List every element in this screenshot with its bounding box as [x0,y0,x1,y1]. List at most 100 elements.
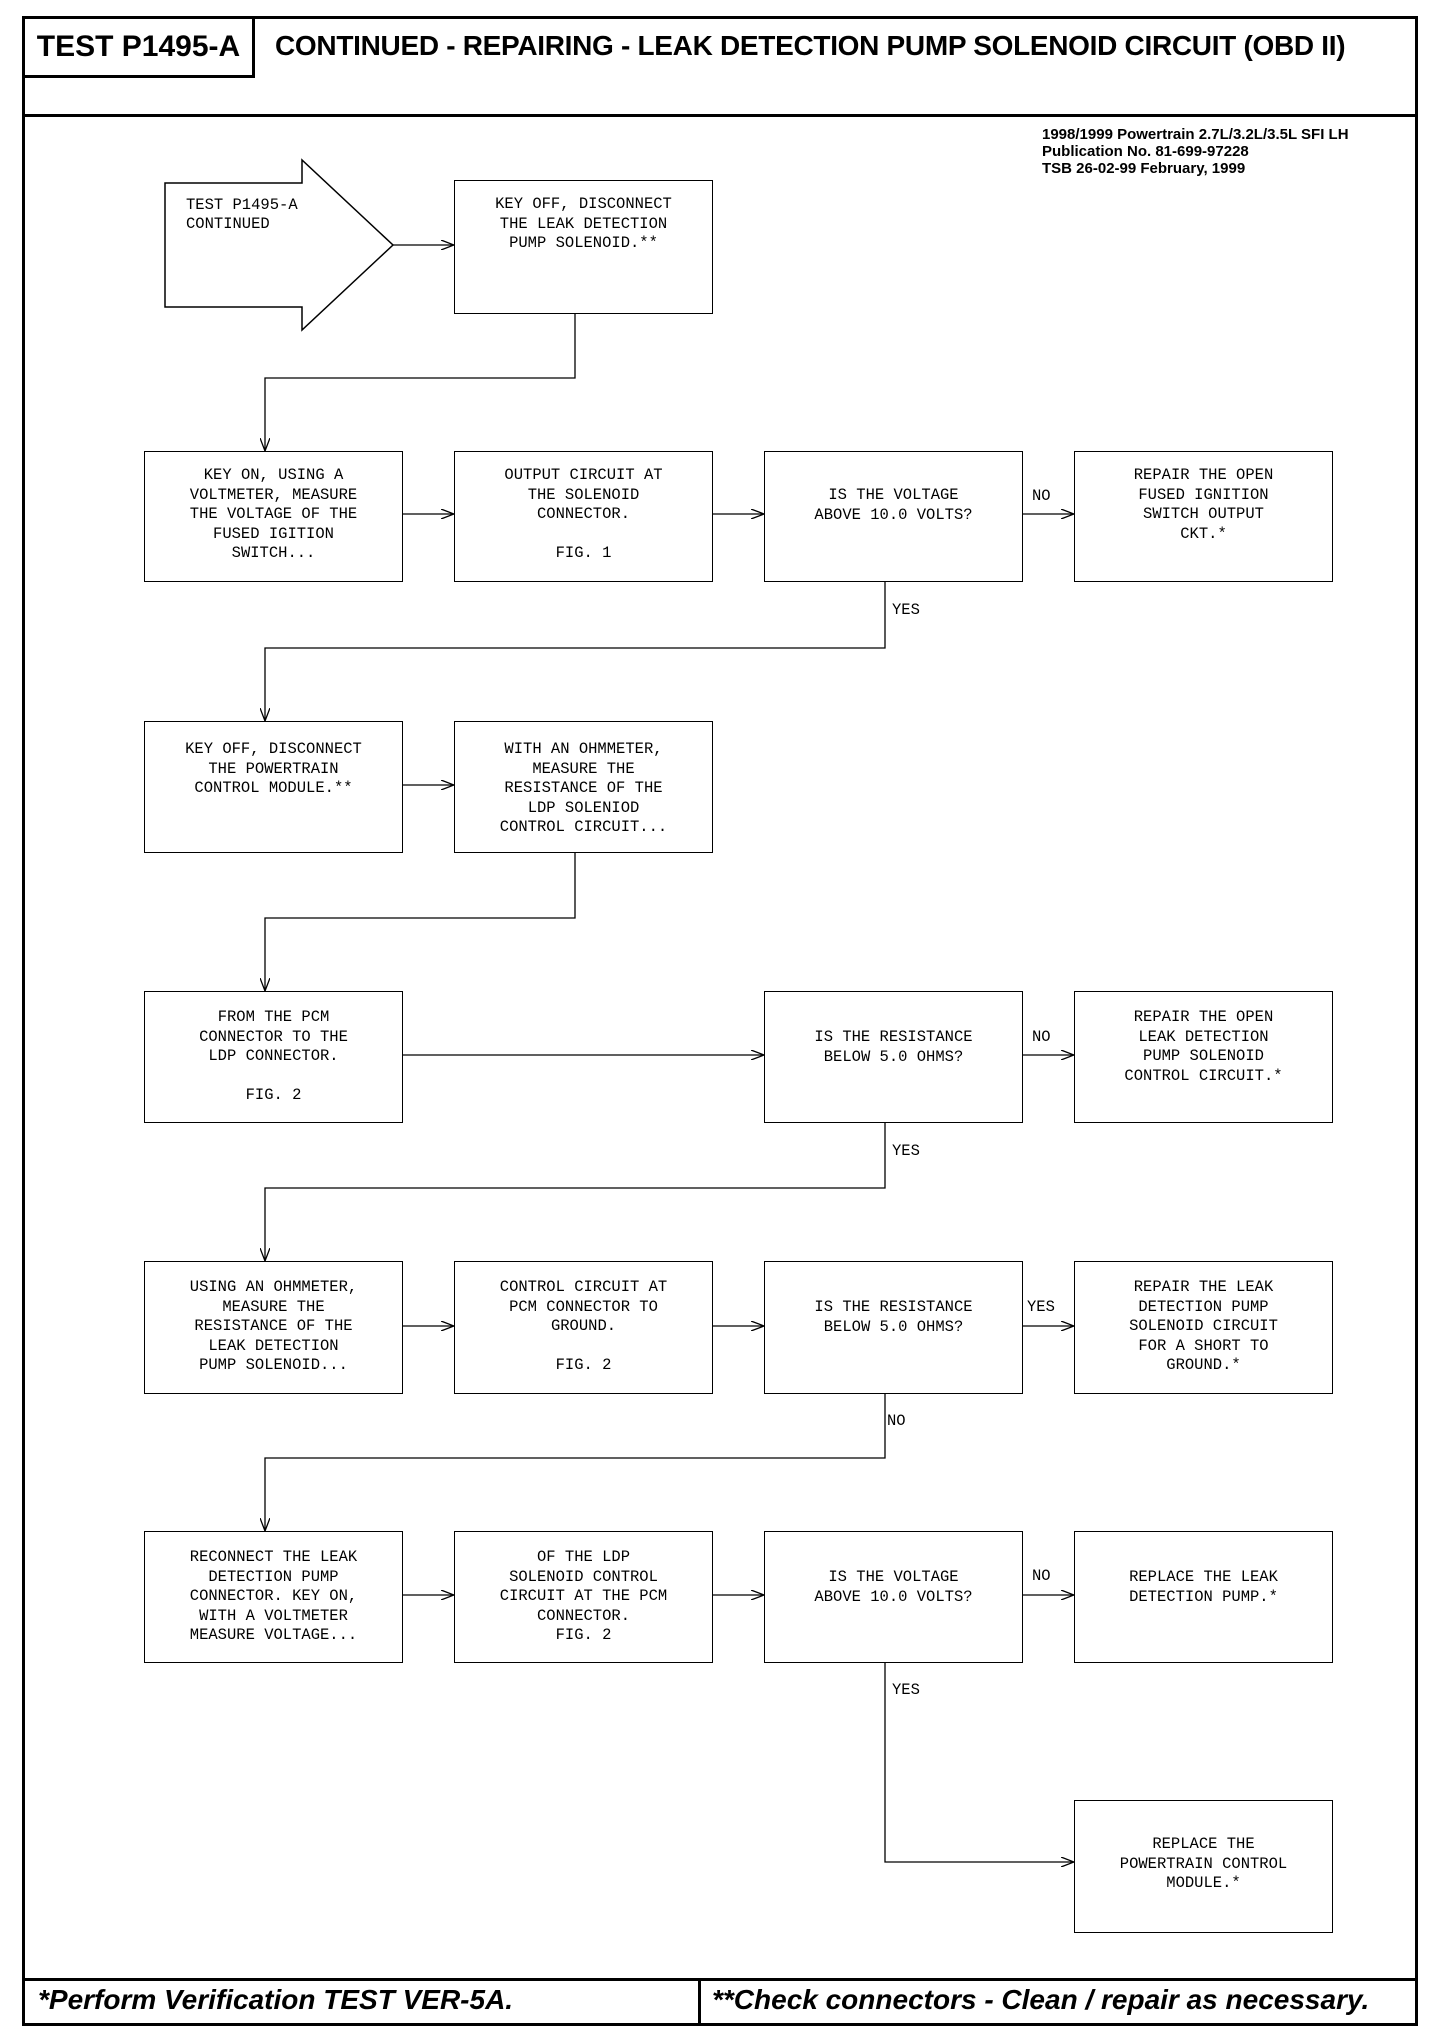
label-no: NO [887,1412,906,1430]
box-line: FOR A SHORT TO [1138,1336,1269,1355]
box-line: WITH A VOLTMETER [199,1606,348,1625]
step-measure-solenoid-resistance: USING AN OHMMETER, MEASURE THE RESISTANC… [144,1261,403,1394]
result-repair-ignition-ckt: REPAIR THE OPEN FUSED IGNITION SWITCH OU… [1074,451,1333,582]
box-line: WITH AN OHMMETER, [504,740,663,758]
box-line: CONNECTOR. KEY ON, [189,1587,358,1605]
box-line: THE VOLTAGE OF THE [189,505,358,523]
box-line: RESISTANCE OF THE [504,779,663,797]
footer-note-connectors: **Check connectors - Clean / repair as n… [712,1984,1370,2015]
box-line: THE POWERTRAIN [208,759,339,778]
result-repair-short-to-ground: REPAIR THE LEAK DETECTION PUMP SOLENOID … [1074,1261,1333,1394]
label-no: NO [1032,1567,1051,1585]
start-arrow-text: TEST P1495-A CONTINUED [186,196,298,234]
publication-info: 1998/1999 Powertrain 2.7L/3.2L/3.5L SFI … [1042,126,1349,177]
step-disconnect-solenoid: KEY OFF, DISCONNECT THE LEAK DETECTION P… [454,180,713,314]
box-line: SWITCH... [231,544,316,562]
box-line: THE LEAK DETECTION [499,214,668,233]
footer-divider [22,1978,1418,1981]
box-line: FIG. 2 [245,1086,302,1104]
box-line: SWITCH OUTPUT [1143,505,1264,523]
box-line: IS THE VOLTAGE [828,486,959,504]
step-output-circuit: OUTPUT CIRCUIT AT THE SOLENOID CONNECTOR… [454,451,713,582]
box-line: FIG. 1 [555,544,612,562]
box-line: MEASURE THE [532,759,635,778]
box-line: BELOW 5.0 OHMS? [823,1317,964,1336]
box-line: PUMP SOLENOID [1143,1047,1264,1065]
box-line: CONTROL MODULE.** [194,779,353,797]
box-line: GROUND. [550,1317,617,1335]
box-line: MODULE.* [1166,1874,1241,1892]
step-measure-resistance: WITH AN OHMMETER, MEASURE THE RESISTANCE… [454,721,713,853]
box-spacer [455,1337,712,1357]
box-line: LEAK DETECTION [208,1336,339,1355]
step-disconnect-pcm: KEY OFF, DISCONNECT THE POWERTRAIN CONTR… [144,721,403,853]
step-control-circuit-ground: CONTROL CIRCUIT AT PCM CONNECTOR TO GROU… [454,1261,713,1394]
step-measure-ignition-voltage: KEY ON, USING A VOLTMETER, MEASURE THE V… [144,451,403,582]
decision-resistance-below-5-ground: IS THE RESISTANCE BELOW 5.0 OHMS? [764,1261,1023,1394]
box-line: IS THE RESISTANCE [814,1028,973,1046]
publication-line-1: 1998/1999 Powertrain 2.7L/3.2L/3.5L SFI … [1042,126,1349,143]
step-reconnect-measure-voltage: RECONNECT THE LEAK DETECTION PUMP CONNEC… [144,1531,403,1663]
publication-line-2: Publication No. 81-699-97228 [1042,143,1249,160]
box-line: CONNECTOR. [536,1606,630,1625]
box-line: RECONNECT THE LEAK [189,1548,358,1566]
step-pcm-to-ldp: FROM THE PCM CONNECTOR TO THE LDP CONNEC… [144,991,403,1123]
box-line: REPLACE THE LEAK [1129,1568,1278,1586]
box-line: OUTPUT CIRCUIT AT [504,466,663,484]
box-line: CONTROL CIRCUIT AT [499,1278,668,1296]
box-line: DETECTION PUMP.* [1129,1587,1278,1606]
box-line: PUMP SOLENOID.** [509,234,658,252]
step-ldp-control-circuit: OF THE LDP SOLENOID CONTROL CIRCUIT AT T… [454,1531,713,1663]
box-line: FIG. 2 [555,1356,612,1374]
footer-note-verification: *Perform Verification TEST VER-5A. [38,1984,514,2015]
box-line: USING AN OHMMETER, [189,1278,358,1296]
start-line-1: TEST P1495-A [186,196,298,214]
box-line: RESISTANCE OF THE [194,1317,353,1335]
start-arrow-shape [164,158,395,332]
box-line: ABOVE 10.0 VOLTS? [814,1587,973,1606]
box-line: THE SOLENOID [527,485,640,504]
box-line: REPLACE THE [1152,1835,1255,1853]
box-spacer [145,1067,402,1087]
box-line: PUMP SOLENOID... [199,1356,348,1374]
box-line: REPAIR THE OPEN [1133,466,1274,484]
box-line: IS THE RESISTANCE [814,1298,973,1316]
box-line: GROUND.* [1166,1356,1241,1374]
box-line: CONNECTOR. [536,505,630,523]
box-line: ABOVE 10.0 VOLTS? [814,505,973,524]
test-id: TEST P1495-A [36,30,241,63]
decision-resistance-below-5: IS THE RESISTANCE BELOW 5.0 OHMS? [764,991,1023,1123]
box-line: LEAK DETECTION [1138,1027,1269,1046]
label-yes: YES [1027,1298,1055,1316]
box-line: OF THE LDP [536,1548,630,1566]
label-yes: YES [892,601,920,619]
box-line: DETECTION PUMP [208,1567,339,1586]
start-line-2: CONTINUED [186,215,270,233]
box-line: LDP SOLENIOD [527,798,640,817]
box-line: FUSED IGNITION [1138,485,1269,504]
box-line: KEY ON, USING A [203,466,344,484]
box-line: VOLTMETER, MEASURE [189,485,358,504]
box-line: KEY OFF, DISCONNECT [495,195,672,213]
box-spacer [455,525,712,545]
box-line: MEASURE THE [222,1297,325,1316]
footer-column-divider [698,1978,701,2026]
box-line: CONNECTOR TO THE [199,1027,348,1046]
box-line: CONTROL CIRCUIT... [499,818,668,836]
box-line: PCM CONNECTOR TO [509,1297,658,1316]
box-line: DETECTION PUMP [1138,1297,1269,1316]
result-replace-leak-pump: REPLACE THE LEAK DETECTION PUMP.* [1074,1531,1333,1663]
box-line: LDP CONNECTOR. [208,1047,339,1065]
page-frame [22,16,1418,2026]
box-line: CKT.* [1180,524,1227,543]
box-line: SOLENOID CONTROL [509,1567,658,1586]
box-line: BELOW 5.0 OHMS? [823,1047,964,1066]
label-no: NO [1032,1028,1051,1046]
box-line: MEASURE VOLTAGE... [189,1626,358,1644]
label-yes: YES [892,1681,920,1699]
box-line: REPAIR THE LEAK [1133,1278,1274,1296]
box-line: FIG. 2 [555,1626,612,1644]
result-replace-pcm: REPLACE THE POWERTRAIN CONTROL MODULE.* [1074,1800,1333,1933]
box-line: REPAIR THE OPEN [1133,1008,1274,1026]
